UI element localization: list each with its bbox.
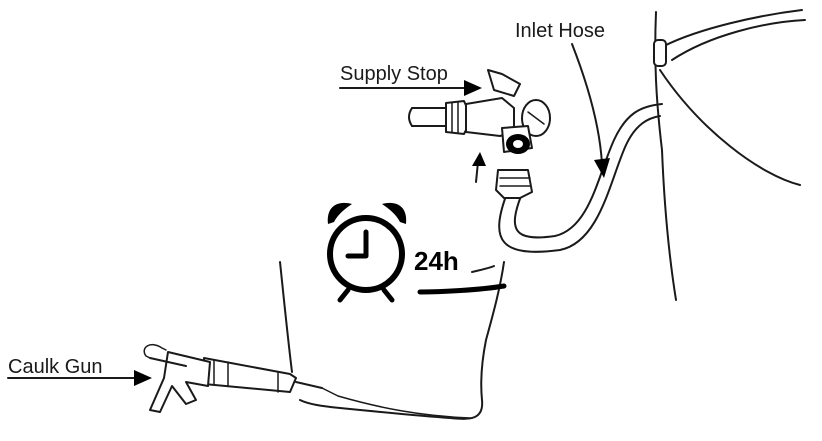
supply-stop-valve bbox=[408, 69, 551, 154]
caulk-gun-label: Caulk Gun bbox=[8, 356, 103, 378]
alarm-clock-icon bbox=[327, 202, 407, 303]
inlet-hose-label: Inlet Hose bbox=[515, 20, 605, 42]
tank-outline bbox=[279, 261, 507, 420]
inlet-hose bbox=[495, 103, 663, 253]
supply-stop-label: Supply Stop bbox=[340, 63, 448, 85]
toilet-bowl bbox=[653, 9, 806, 301]
inlet-hose-pointer bbox=[571, 43, 610, 178]
caulk-gun bbox=[143, 344, 471, 419]
timer-label: 24h bbox=[414, 246, 459, 276]
supply-stop-pointer bbox=[339, 80, 482, 96]
caulk-gun-pointer bbox=[7, 370, 152, 386]
up-arrow-icon bbox=[472, 152, 486, 183]
